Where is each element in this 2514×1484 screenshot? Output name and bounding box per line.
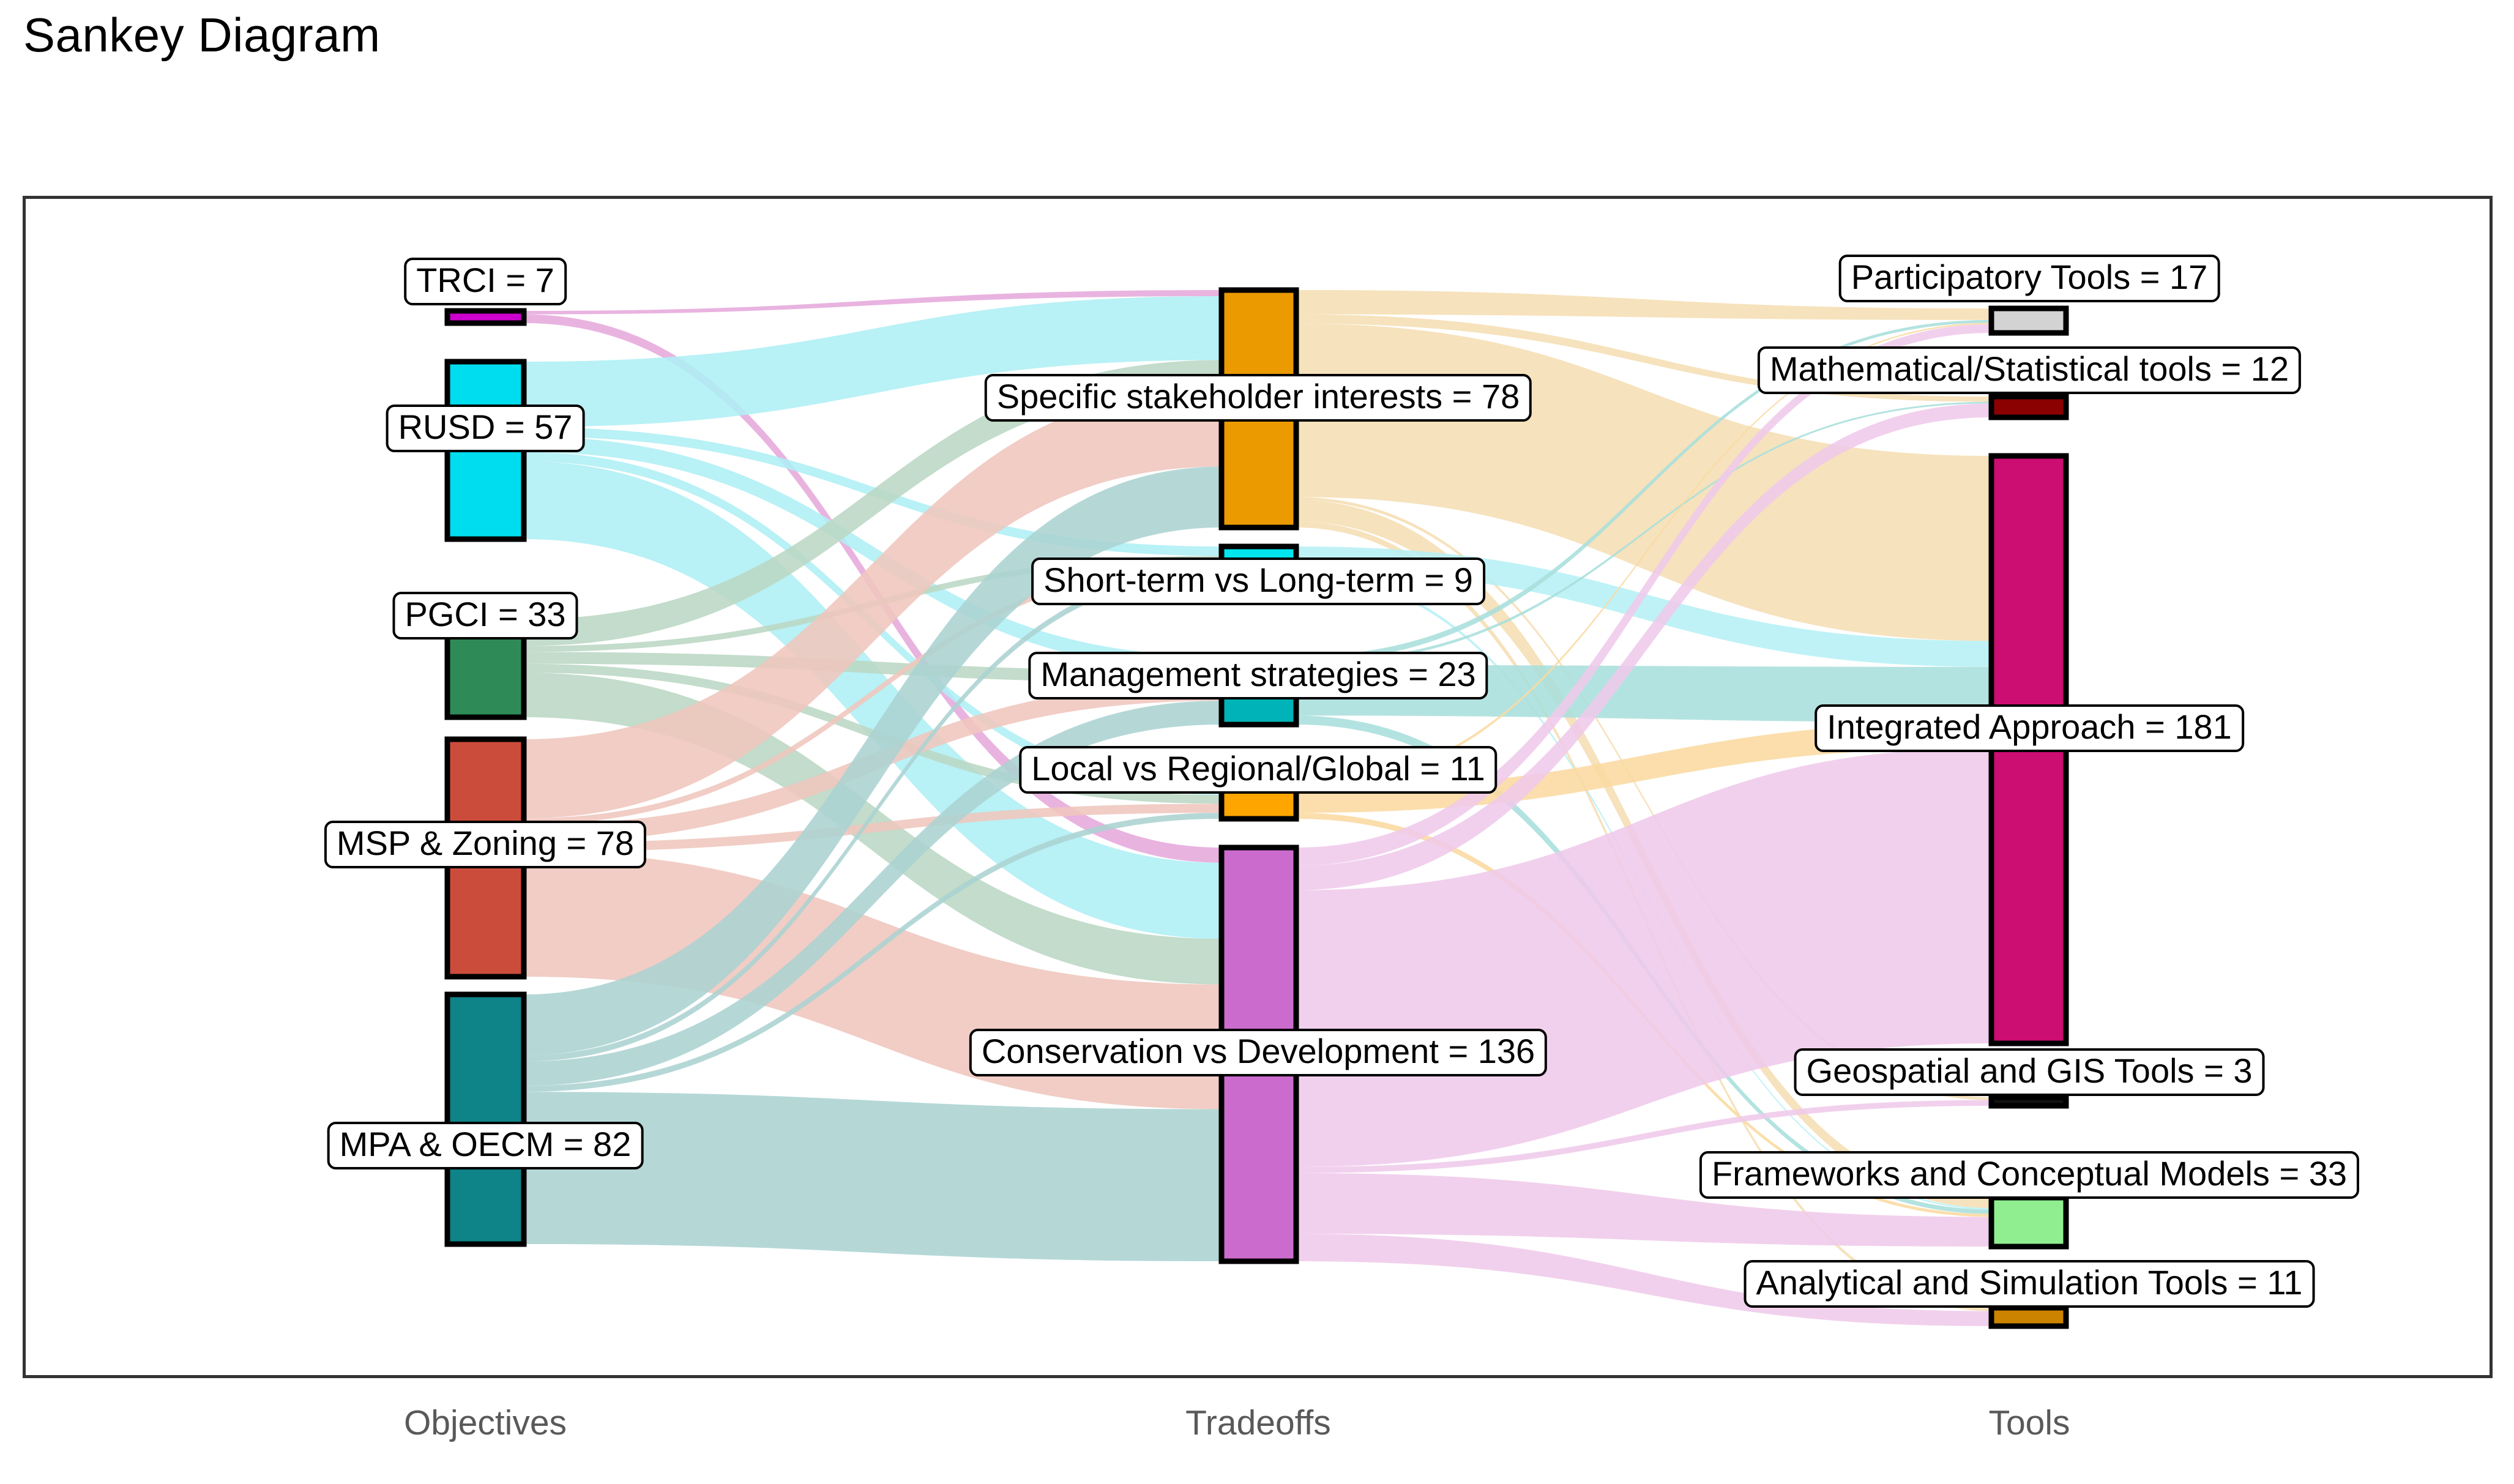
node-label-mgmt[interactable]: Management strategies = 23	[1028, 652, 1488, 699]
node-label-frame[interactable]: Frameworks and Conceptual Models = 33	[1699, 1151, 2360, 1199]
sankey-link	[1296, 401, 1991, 665]
node-label-lrg[interactable]: Local vs Regional/Global = 11	[1019, 746, 1498, 794]
sankey-link	[524, 804, 1222, 852]
sankey-node-gis[interactable]	[1988, 1094, 2069, 1109]
sankey-node-mpa[interactable]	[444, 991, 527, 1247]
sankey-node-math[interactable]	[1988, 393, 2069, 420]
sankey-link	[524, 466, 1222, 1056]
node-label-mpa[interactable]: MPA & OECM = 82	[327, 1122, 644, 1169]
sankey-link	[1296, 323, 1991, 789]
sankey-link	[524, 290, 1222, 315]
node-label-pgci[interactable]: PGCI = 33	[392, 592, 578, 639]
sankey-link	[1296, 290, 1991, 320]
sankey-node-trci[interactable]	[444, 308, 527, 326]
sankey-link	[1296, 1173, 1991, 1247]
sankey-link	[524, 813, 1222, 1092]
axis-label-objectives: Objectives	[403, 1403, 567, 1442]
node-label-msp[interactable]: MSP & Zoning = 78	[324, 821, 647, 868]
sankey-link	[524, 387, 1222, 819]
node-label-stlt[interactable]: Short-term vs Long-term = 9	[1031, 557, 1485, 605]
axis-label-tools: Tools	[1988, 1403, 2070, 1442]
node-label-gis[interactable]: Geospatial and GIS Tools = 3	[1794, 1048, 2265, 1096]
node-label-rusd[interactable]: RUSD = 57	[386, 405, 585, 452]
sankey-link	[524, 436, 1222, 671]
node-label-part[interactable]: Participatory Tools = 17	[1838, 255, 2220, 302]
sankey-link	[1296, 314, 1991, 402]
sankey-link	[524, 296, 1222, 427]
sankey-node-anal[interactable]	[1988, 1305, 2069, 1329]
node-label-ssi[interactable]: Specific stakeholder interests = 78	[984, 374, 1532, 422]
node-label-trci[interactable]: TRCI = 7	[404, 258, 567, 305]
sankey-link	[524, 461, 1222, 939]
sankey-link	[524, 701, 1222, 1086]
sankey-node-part[interactable]	[1988, 305, 2069, 336]
node-label-math[interactable]: Mathematical/Statistical tools = 12	[1757, 346, 2302, 394]
axis-label-tradeoffs: Tradeoffs	[1185, 1403, 1331, 1442]
sankey-link	[524, 562, 1222, 825]
sankey-link	[1296, 319, 1991, 662]
sankey-link	[1296, 1100, 1991, 1173]
sankey-link	[1296, 497, 1991, 1100]
sankey-link	[1296, 403, 1991, 890]
node-label-cvd[interactable]: Conservation vs Development = 136	[969, 1029, 1548, 1076]
page-title: Sankey Diagram	[23, 8, 381, 62]
sankey-link	[524, 360, 1222, 646]
sankey-link	[524, 568, 1222, 1062]
sankey-link	[1296, 324, 1991, 866]
node-label-anal[interactable]: Analytical and Simulation Tools = 11	[1744, 1260, 2315, 1308]
sankey-node-frame[interactable]	[1988, 1195, 2069, 1250]
sankey-link	[524, 1092, 1222, 1261]
node-label-intg[interactable]: Integrated Approach = 181	[1815, 704, 2244, 752]
